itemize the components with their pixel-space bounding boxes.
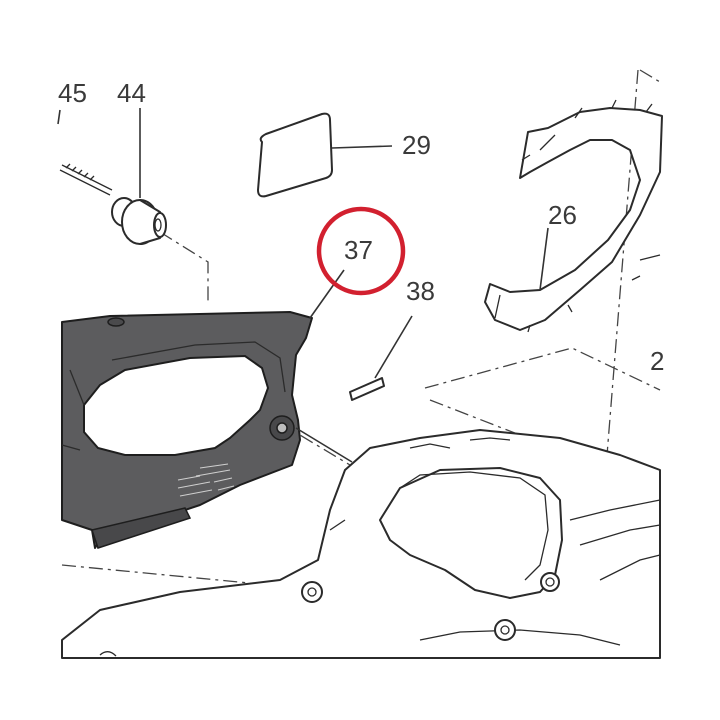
part-37-side-cover (61, 269, 353, 549)
callout-37: 37 (344, 235, 373, 265)
callout-45: 45 (58, 78, 87, 108)
part-45-screw (57, 109, 113, 196)
part-38-strip (349, 315, 413, 401)
callout-2-partial: 2 (650, 346, 664, 376)
part-44-bushing (111, 108, 167, 245)
brand-logo-emboss (177, 463, 235, 497)
callout-26: 26 (548, 200, 577, 230)
callout-38: 38 (406, 276, 435, 306)
part-26-trim (484, 99, 663, 333)
highlight-circle (316, 206, 406, 296)
callout-labels: 45 44 29 37 38 26 2 (58, 78, 664, 376)
callout-44: 44 (117, 78, 146, 108)
part-29-plate (257, 112, 393, 198)
callout-29: 29 (402, 130, 431, 160)
lower-frame (61, 429, 661, 659)
